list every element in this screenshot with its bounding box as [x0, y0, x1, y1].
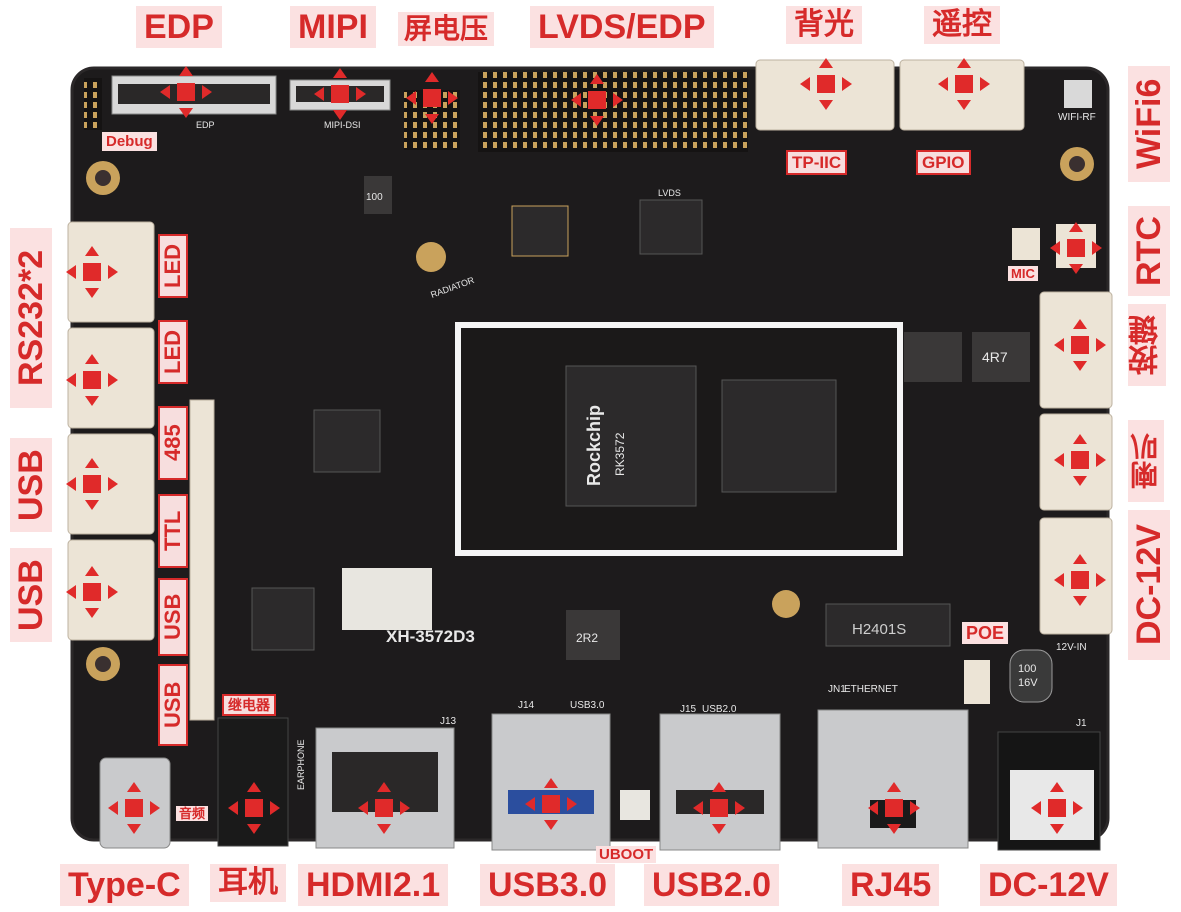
label-usb30: USB3.0	[480, 864, 616, 906]
label-edp: EDP	[136, 6, 222, 48]
silk-j14: J14	[518, 700, 535, 711]
side-connector-strip	[189, 399, 215, 721]
silk-soc-brand: Rockchip	[584, 405, 604, 486]
mic-connector	[1012, 228, 1040, 260]
silk-model: XH-3572D3	[386, 627, 475, 646]
label-audio: 音频	[176, 806, 209, 821]
label-mic: MIC	[1008, 266, 1038, 281]
silk-mipi-dsi: MIPI-DSI	[324, 120, 361, 130]
label-ttl: TTL	[158, 494, 188, 568]
ram-chip	[721, 379, 837, 493]
inductor-2	[972, 332, 1030, 382]
label-debug: Debug	[102, 132, 157, 151]
silk-ethernet: ETHERNET	[844, 684, 898, 695]
label-tp-iic: TP-IIC	[786, 150, 848, 175]
label-relay: 继电器	[222, 694, 276, 716]
label-type-c: Type-C	[60, 864, 189, 906]
silk-h2401s: H2401S	[852, 621, 906, 638]
label-dc12v-bottom: DC-12V	[980, 864, 1117, 906]
label-earphone: 耳机	[210, 864, 286, 902]
silk-usb30: USB3.0	[570, 700, 605, 711]
silk-ind-4r7: 4R7	[982, 349, 1008, 365]
wifi-antenna-pad	[1064, 80, 1092, 108]
silk-ind-100: 100	[366, 192, 383, 203]
silk-soc-model: RK3572	[613, 432, 627, 476]
heatsink-pad	[416, 242, 446, 272]
label-lvds-edp: LVDS/EDP	[530, 6, 714, 48]
capacitor	[1009, 649, 1053, 703]
label-wifi6: WiFi6	[1128, 66, 1170, 182]
lvds-edp-header	[478, 72, 748, 152]
label-led-2: LED	[158, 320, 188, 384]
inductor-4	[566, 610, 620, 660]
soc-chip	[565, 365, 697, 507]
label-hdmi: HDMI2.1	[298, 864, 449, 906]
label-screen-voltage: 屏电压	[398, 12, 495, 46]
usb-chip-2	[251, 587, 315, 651]
usb-hub-chip	[313, 409, 381, 473]
label-buttons: 按键	[1128, 304, 1166, 386]
label-usb20: USB2.0	[644, 864, 780, 906]
debug-header	[84, 78, 102, 130]
silk-edp: EDP	[196, 120, 215, 130]
poe-connector	[964, 660, 990, 704]
label-speaker: 喇叭	[1128, 420, 1164, 502]
edp-bridge-chip	[511, 205, 569, 257]
silk-earphone: EARPHONE	[296, 739, 306, 790]
relay-component	[342, 568, 432, 630]
silk-wifi-rf: WIFI-RF	[1058, 112, 1096, 123]
label-poe: POE	[962, 622, 1009, 644]
label-usb-left-2: USB	[10, 548, 52, 642]
silk-12v-in: 12V-IN	[1056, 642, 1087, 653]
silk-text: XH-3572D3 Rockchip RK3572 ETHERNET H2401…	[196, 112, 1096, 790]
lvds-chip	[639, 199, 703, 255]
label-gpio: GPIO	[916, 150, 971, 175]
label-usb-v1: USB	[158, 578, 188, 656]
uboot-button	[620, 790, 650, 820]
silk-cap-100: 100	[1018, 663, 1036, 675]
silk-usb20: USB2.0	[702, 704, 737, 715]
label-led-1: LED	[158, 234, 188, 298]
label-remote: 遥控	[924, 6, 1000, 44]
label-dc12v-right: DC-12V	[1128, 510, 1170, 660]
label-rtc: RTC	[1128, 206, 1170, 296]
label-rj45: RJ45	[842, 864, 940, 906]
silk-j15: J15	[680, 704, 697, 715]
label-uboot: UBOOT	[596, 846, 657, 863]
backlight-connector	[755, 59, 895, 131]
inductor-1	[904, 332, 962, 382]
label-rs232x2: RS232*2	[10, 228, 52, 408]
silk-cap-16v: 16V	[1018, 677, 1038, 689]
label-mipi: MIPI	[290, 6, 376, 48]
inductor-3	[364, 176, 392, 214]
label-usb-v2: USB	[158, 664, 188, 746]
silk-jn1: JN1	[828, 684, 846, 695]
silk-ind-2r2: 2R2	[576, 631, 598, 645]
label-backlight: 背光	[786, 6, 862, 44]
silk-j13: J13	[440, 716, 457, 727]
silk-j1: J1	[1076, 718, 1087, 729]
silk-lvds: LVDS	[658, 188, 681, 198]
remote-connector	[899, 59, 1025, 131]
label-usb-left-1: USB	[10, 438, 52, 532]
ethernet-transformer	[825, 603, 951, 647]
label-485: 485	[158, 406, 188, 480]
